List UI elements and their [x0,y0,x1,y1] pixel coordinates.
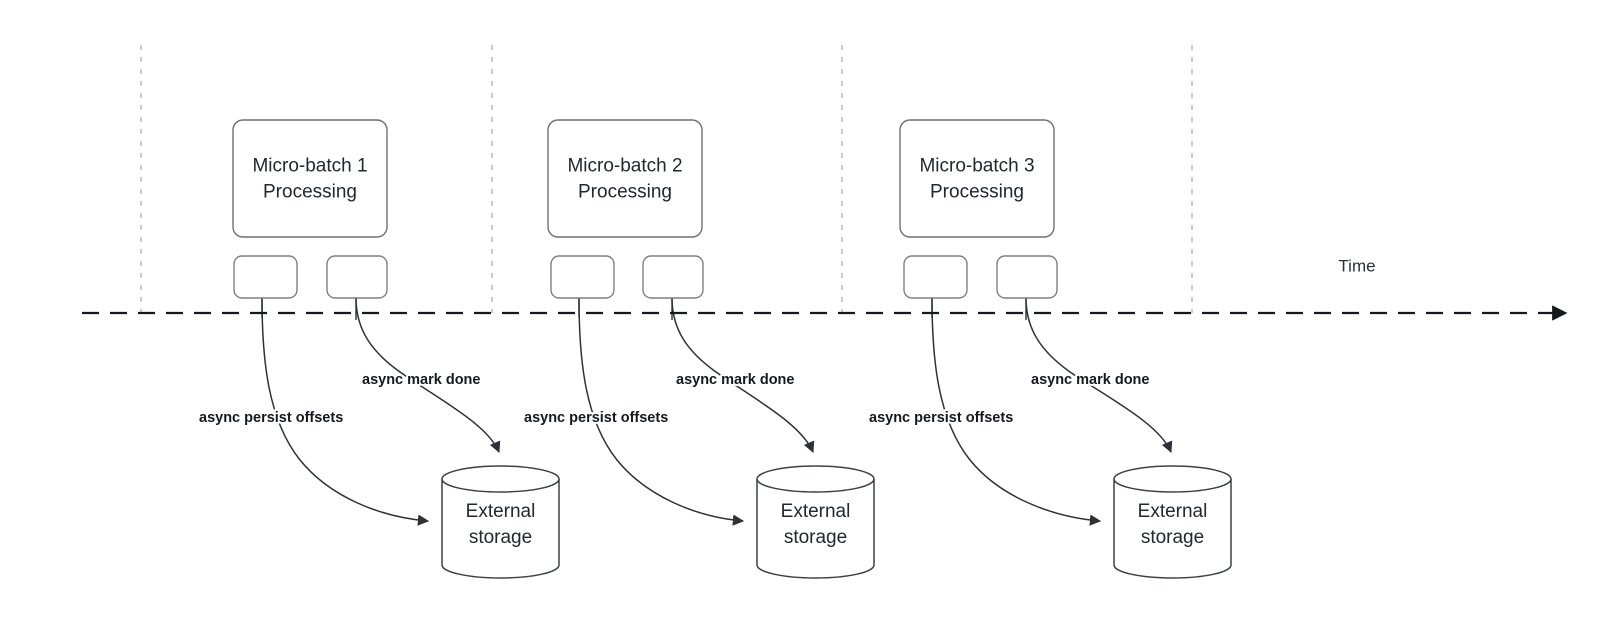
external-storage-label-line2: storage [1141,527,1204,548]
external-storage-cylinder-top [441,465,560,493]
micro-batch-box[interactable] [899,119,1055,238]
edge-label-halo: async persist offsets [869,410,1013,426]
async-mark-done-edge [671,297,815,454]
micro-batch-subtitle: Processing [578,182,672,203]
persist-offsets-task[interactable] [903,255,968,299]
persist-offsets-task[interactable] [550,255,615,299]
edge-label: async mark done [1031,372,1149,388]
time-axis: Time [82,256,1568,321]
micro-batch-box[interactable] [232,119,388,238]
edge-label-halo: async persist offsets [199,410,343,426]
mark-done-task[interactable] [642,255,704,299]
external-storage-cylinder-body[interactable] [441,479,560,579]
persist-offsets-task[interactable] [233,255,298,299]
external-storage-label-line2: storage [469,527,532,548]
mark-done-task[interactable] [326,255,388,299]
edge-label: async persist offsets [869,410,1013,426]
edge-label: async mark done [676,372,794,388]
external-storage-label-line1: External [1138,501,1208,522]
async-persist-offsets-edge [578,297,745,526]
async-persist-offsets-edge [931,297,1102,526]
micro-batch-subtitle: Processing [930,182,1024,203]
external-storage-label-line1: External [781,501,851,522]
external-storage-label-line1: External [466,501,536,522]
micro-batch-subtitle: Processing [263,182,357,203]
batch-boundary-ticks [140,45,1193,313]
edge-label-halo: async mark done [362,372,480,388]
mark-done-task[interactable] [996,255,1058,299]
micro-batch-title: Micro-batch 3 [919,156,1034,177]
async-persist-offsets-edge [261,297,430,526]
edge-label-halo: async mark done [1031,372,1149,388]
external-storage-cylinder-body[interactable] [756,479,875,579]
edge-label: async persist offsets [199,410,343,426]
async-mark-done-edge [1025,297,1173,454]
external-storage-cylinder-top [1113,465,1232,493]
external-storage-cylinder-body[interactable] [1113,479,1232,579]
edge-label: async persist offsets [524,410,668,426]
edge-label: async mark done [362,372,480,388]
external-storage-label-line2: storage [784,527,847,548]
time-axis-label: Time [1338,256,1375,275]
edge-label-halo: async persist offsets [524,410,668,426]
async-mark-done-edge [355,297,501,454]
micro-batch-title: Micro-batch 1 [252,156,367,177]
external-storage-cylinder-top [756,465,875,493]
edge-label-halo: async mark done [676,372,794,388]
micro-batch-box[interactable] [547,119,703,238]
micro-batch-title: Micro-batch 2 [567,156,682,177]
